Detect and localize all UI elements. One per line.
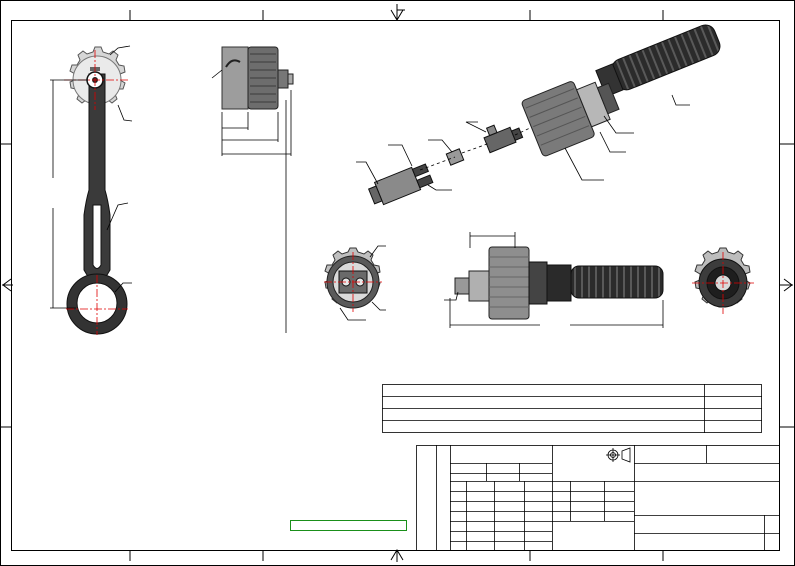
title-block: [416, 445, 780, 551]
exploded-isometric-view: [356, 24, 721, 206]
cap-with-lanyard-view: [50, 45, 133, 335]
coupling-nut: [521, 81, 620, 157]
front-face-view: [324, 245, 386, 321]
cap-dimensions: [50, 45, 133, 309]
strain-relief-boot: [595, 24, 721, 98]
latch-clip: [483, 124, 524, 154]
zone-ticks: [0, 10, 795, 561]
third-angle-projection-icon: [606, 447, 631, 463]
centering-arrows: [2, 4, 793, 562]
revision-table: [382, 384, 762, 433]
assembled-boot: [570, 265, 664, 299]
assembled-nut: [488, 246, 530, 320]
side-view: [211, 46, 294, 333]
side-view-dimensions: [211, 69, 292, 333]
assembled-side-view: [444, 232, 664, 328]
duplex-connector: [367, 163, 434, 206]
note-box: [290, 520, 407, 531]
exploded-leader-lines: [356, 94, 690, 191]
rear-end-view: [692, 247, 754, 314]
nut-body: [221, 46, 249, 110]
